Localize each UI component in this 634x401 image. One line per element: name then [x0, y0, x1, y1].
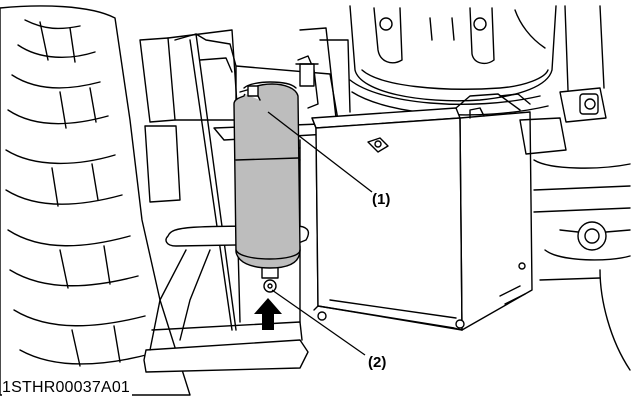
right-assembly	[519, 5, 631, 371]
tire-left	[0, 5, 191, 396]
axle-housing	[349, 5, 557, 116]
air-tank	[233, 81, 301, 293]
cover-box	[311, 107, 533, 331]
leader-line-1	[267, 111, 373, 193]
lever	[455, 93, 531, 111]
callout-1: (1)	[372, 191, 391, 208]
up-arrow-icon	[254, 298, 282, 330]
tank-top-fitting	[295, 55, 319, 109]
figure-code: 1STHR00037A01	[2, 379, 133, 396]
callout-2: (2)	[368, 354, 387, 371]
leader-line-2	[271, 289, 366, 356]
rear-panel	[139, 29, 239, 203]
